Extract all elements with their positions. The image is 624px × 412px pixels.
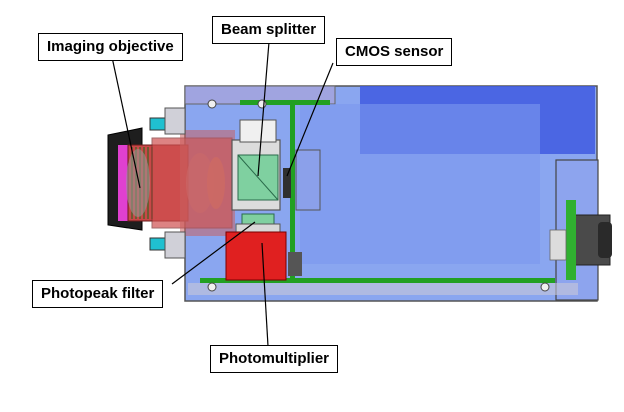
screw-top-left <box>207 99 217 109</box>
objective-front-ring <box>118 145 128 221</box>
vertical-pcb <box>290 104 295 279</box>
screw-top-mid <box>257 99 267 109</box>
label-cmos-sensor: CMOS sensor <box>336 38 453 66</box>
mount-tab-top <box>149 117 167 131</box>
label-photomultiplier: Photomultiplier <box>210 345 338 373</box>
label-beam-splitter: Beam splitter <box>212 16 326 44</box>
top-pcb <box>240 100 330 105</box>
beam-splitter-diagonal <box>237 154 279 201</box>
rear-connector-cap <box>598 222 612 258</box>
photopeak-filter <box>241 213 275 225</box>
mount-tab-bottom <box>149 237 167 251</box>
beam-splitter-top-cap <box>239 119 277 143</box>
cmos-sensor-board <box>283 168 291 198</box>
label-photopeak-filter: Photopeak filter <box>32 280 164 308</box>
cmos-mount <box>295 149 321 211</box>
housing-inner-shade <box>300 104 540 264</box>
photomultiplier-body <box>225 231 287 281</box>
rear-pcb <box>566 200 576 280</box>
leader-lines <box>111 41 334 347</box>
bottom-pcb <box>200 278 555 283</box>
screw-bottom-right <box>540 282 550 292</box>
mount-bracket-top <box>164 107 186 135</box>
objective-lens-1 <box>126 149 150 217</box>
bottom-frame <box>188 283 578 295</box>
objective-outer-shell <box>180 130 235 236</box>
pmt-socket <box>288 252 302 276</box>
label-imaging-objective: Imaging objective <box>38 33 183 61</box>
mount-bracket-bottom <box>164 231 186 259</box>
rear-terminals <box>549 229 567 261</box>
screw-bottom-left <box>207 282 217 292</box>
